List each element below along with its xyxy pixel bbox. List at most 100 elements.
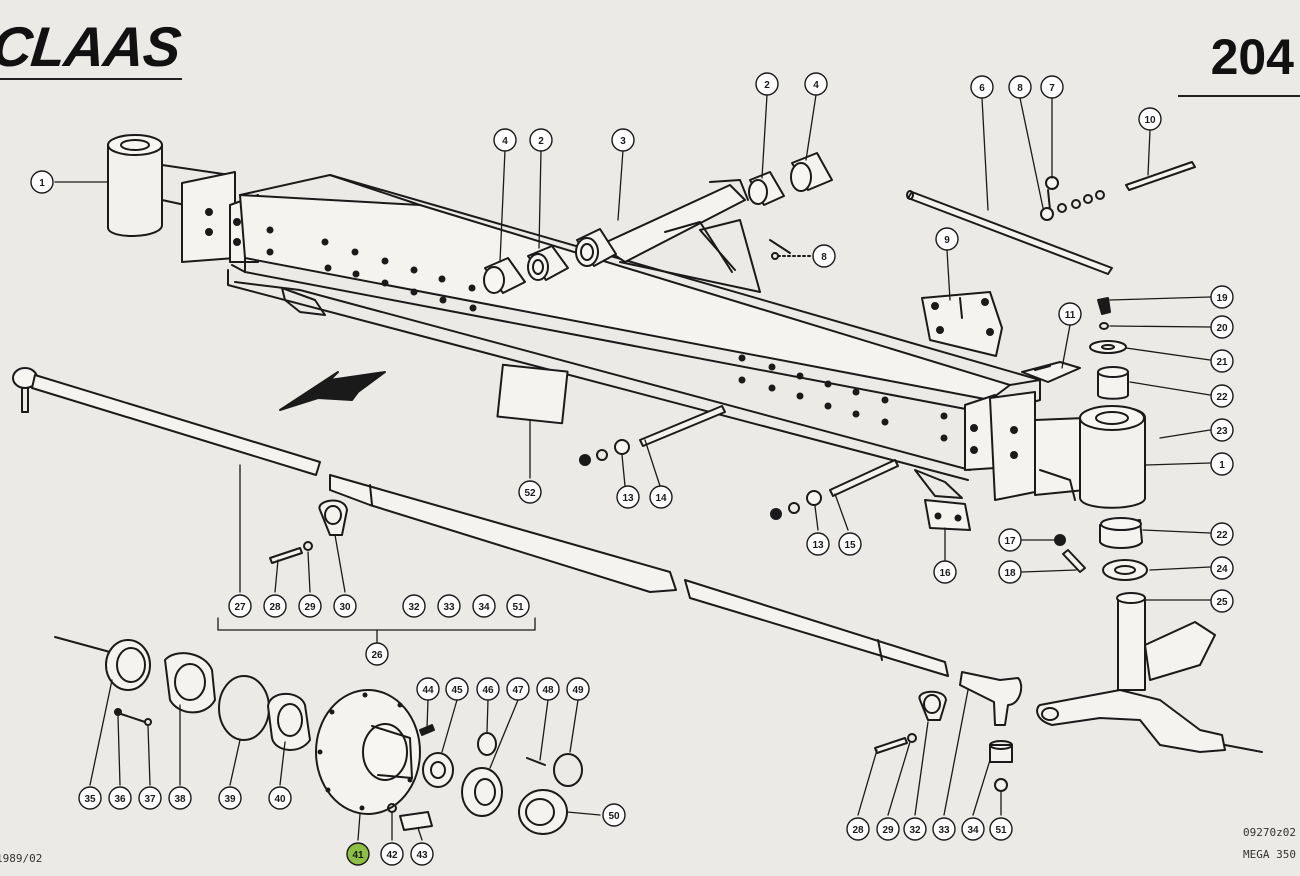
callout-14: 14	[649, 485, 673, 509]
svg-text:42: 42	[386, 850, 398, 861]
callout-42: 42	[380, 842, 404, 866]
callout-19: 19	[1210, 285, 1234, 309]
callout-8a: 8	[1008, 75, 1032, 99]
svg-text:39: 39	[224, 794, 236, 805]
callout-46: 46	[476, 677, 500, 701]
svg-text:33: 33	[938, 825, 950, 836]
callout-29b: 29	[876, 817, 900, 841]
callout-23: 23	[1210, 418, 1234, 442]
footer-date: 1989/02	[0, 852, 43, 865]
callout-9: 9	[935, 227, 959, 251]
callout-43: 43	[410, 842, 434, 866]
pivot-bushings	[483, 152, 833, 294]
callout-22a: 22	[1210, 384, 1234, 408]
callout-38: 38	[168, 786, 192, 810]
pivot-frame	[599, 179, 813, 293]
svg-text:4: 4	[813, 80, 819, 91]
svg-text:3: 3	[620, 136, 626, 147]
svg-text:52: 52	[524, 488, 536, 499]
callout-16: 16	[933, 560, 957, 584]
svg-text:34: 34	[478, 602, 490, 613]
callout-28b: 28	[846, 817, 870, 841]
callout-11: 11	[1058, 302, 1082, 326]
svg-text:2: 2	[538, 136, 544, 147]
callout-45: 45	[445, 677, 469, 701]
callout-33a: 33	[437, 594, 461, 618]
callout-17: 17	[998, 528, 1022, 552]
callout-29a: 29	[298, 594, 322, 618]
callout-34a: 34	[472, 594, 496, 618]
callout-7: 7	[1040, 75, 1064, 99]
callout-bubbles: 1 2 4 4 2 3 6 8 7 10 8 9 11 19 20 21 22 …	[30, 72, 1234, 866]
callout-13a: 13	[616, 485, 640, 509]
svg-text:22: 22	[1216, 530, 1228, 541]
svg-text:51: 51	[512, 602, 524, 613]
svg-text:25: 25	[1216, 597, 1228, 608]
svg-text:27: 27	[234, 602, 246, 613]
svg-text:50: 50	[608, 811, 620, 822]
page-number-underline	[1178, 95, 1300, 97]
tie-rod	[12, 367, 1023, 792]
svg-text:49: 49	[572, 685, 584, 696]
callout-13b: 13	[806, 532, 830, 556]
svg-text:35: 35	[84, 794, 96, 805]
callout-20: 20	[1210, 315, 1234, 339]
svg-text:8: 8	[821, 252, 827, 263]
axle-beam	[107, 134, 1146, 509]
svg-text:29: 29	[304, 602, 316, 613]
callout-36: 36	[108, 786, 132, 810]
callout-51a: 51	[506, 594, 530, 618]
callout-1a: 1	[30, 170, 54, 194]
svg-text:23: 23	[1216, 426, 1228, 437]
svg-text:24: 24	[1216, 564, 1228, 575]
svg-text:13: 13	[622, 493, 634, 504]
svg-text:26: 26	[371, 650, 383, 661]
svg-text:41: 41	[352, 850, 364, 861]
svg-text:28: 28	[852, 825, 864, 836]
page-number: 204	[1210, 29, 1294, 85]
svg-text:13: 13	[812, 540, 824, 551]
svg-text:6: 6	[979, 83, 985, 94]
hub-assembly	[54, 636, 583, 835]
callout-48: 48	[536, 677, 560, 701]
callout-2a: 2	[755, 72, 779, 96]
callout-1b: 1	[1210, 452, 1234, 476]
svg-text:9: 9	[944, 235, 950, 246]
svg-text:19: 19	[1216, 293, 1228, 304]
brand-underline	[0, 78, 182, 80]
callout-4b: 4	[493, 128, 517, 152]
svg-text:45: 45	[451, 685, 463, 696]
svg-text:15: 15	[844, 540, 856, 551]
callout-33b: 33	[932, 817, 956, 841]
svg-text:37: 37	[144, 794, 156, 805]
callout-25: 25	[1210, 589, 1234, 613]
svg-text:16: 16	[939, 568, 951, 579]
callout-3: 3	[611, 128, 635, 152]
svg-text:36: 36	[114, 794, 126, 805]
svg-text:18: 18	[1004, 568, 1016, 579]
svg-text:22: 22	[1216, 392, 1228, 403]
svg-text:8: 8	[1017, 83, 1023, 94]
svg-text:32: 32	[909, 825, 921, 836]
svg-text:33: 33	[443, 602, 455, 613]
callout-24: 24	[1210, 556, 1234, 580]
svg-text:20: 20	[1216, 323, 1228, 334]
callout-41: 41	[346, 842, 370, 866]
callout-47: 47	[506, 677, 530, 701]
svg-text:34: 34	[967, 825, 979, 836]
svg-text:7: 7	[1049, 83, 1055, 94]
footer-drawing-code: 09270z02	[1243, 826, 1296, 839]
callout-35: 35	[78, 786, 102, 810]
pin-and-plate	[906, 161, 1196, 400]
callout-49: 49	[566, 677, 590, 701]
svg-text:1: 1	[39, 178, 45, 189]
callout-37: 37	[138, 786, 162, 810]
bolts	[579, 405, 1086, 573]
callout-10: 10	[1138, 107, 1162, 131]
svg-text:47: 47	[512, 685, 524, 696]
footer-model: MEGA 350	[1243, 848, 1296, 861]
callout-34b: 34	[961, 817, 985, 841]
svg-text:4: 4	[502, 136, 508, 147]
callout-44: 44	[416, 677, 440, 701]
